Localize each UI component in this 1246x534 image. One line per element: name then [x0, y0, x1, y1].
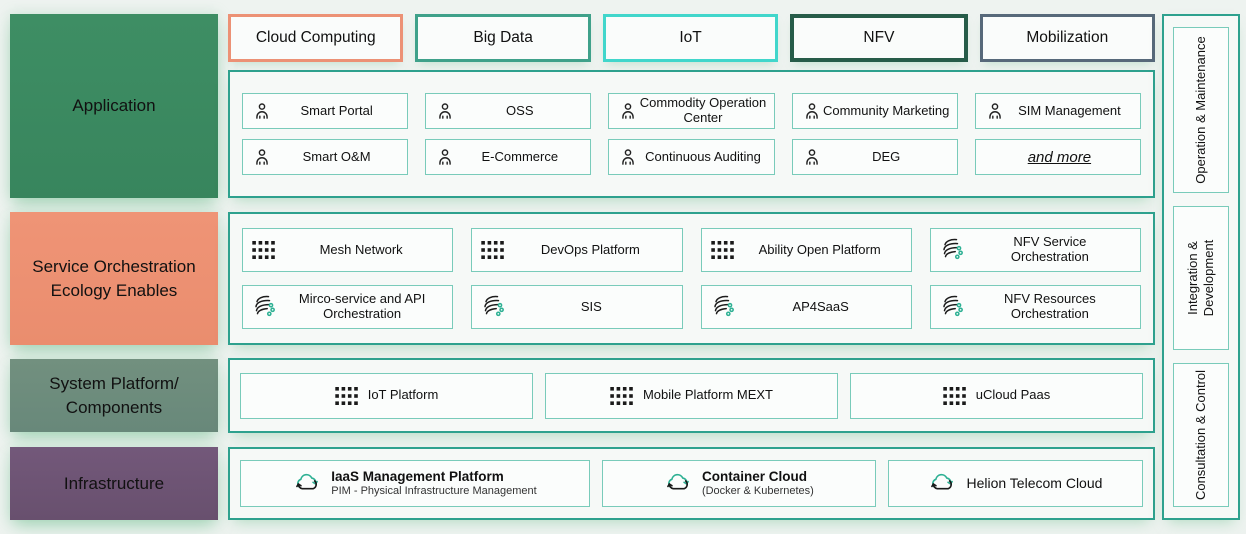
infra-item-title: Helion Telecom Cloud — [966, 475, 1103, 492]
svc-item-sis: SIS — [471, 285, 683, 329]
orchestration-wave-icon — [711, 294, 737, 320]
infra-item-iaas-management-platform: IaaS Management Platform PIM - Physical … — [240, 460, 590, 507]
app-item-smart-portal: Smart Portal — [242, 93, 409, 129]
user-icon — [618, 101, 638, 121]
layer-label-service-orchestration: Service Orchestration Ecology Enables — [10, 212, 218, 345]
layer-label-system-platform: System Platform/ Components — [10, 359, 218, 432]
infra-item-subtitle: (Docker & Kubernetes) — [701, 485, 814, 497]
layer-label-application: Application — [10, 14, 218, 198]
svc-item-label: AP4SaaS — [792, 298, 849, 314]
app-item-label: Commodity Operation Center — [639, 95, 767, 125]
app-item-label: DEG — [872, 148, 901, 164]
app-item-label: E-Commerce — [481, 148, 559, 164]
svc-item-label: DevOps Platform — [540, 241, 640, 257]
svc-item-label: NFV Service Orchestration — [1010, 234, 1089, 264]
app-item-label: SIM Management — [1018, 102, 1121, 118]
user-icon — [435, 147, 455, 167]
side-item-operation-maintenance: Operation & Maintenance — [1173, 27, 1229, 193]
svc-item-label: Mesh Network — [319, 241, 403, 257]
infrastructure-panel: IaaS Management Platform PIM - Physical … — [228, 447, 1155, 520]
application-panel: Smart Portal OSS Commodity Operation Cen… — [228, 70, 1155, 198]
and-more-label: and more — [1027, 148, 1092, 166]
svc-item-label: Ability Open Platform — [758, 241, 881, 257]
app-item-label: Continuous Auditing — [645, 148, 761, 164]
side-item-label: Operation & Maintenance — [1192, 36, 1208, 184]
grid-icon — [481, 241, 505, 259]
service-orchestration-panel: Mesh Network DevOps Platform Ability Ope… — [228, 212, 1155, 345]
grid-icon — [610, 387, 634, 405]
grid-icon — [335, 387, 359, 405]
layer-label-infrastructure: Infrastructure — [10, 447, 218, 520]
infra-item-subtitle: PIM - Physical Infrastructure Management — [331, 485, 537, 497]
svc-item-label: NFV Resources Orchestration — [1004, 291, 1096, 321]
sys-item-label: IoT Platform — [367, 387, 439, 403]
svc-item-label: Mirco-service and API Orchestration — [298, 291, 426, 321]
user-icon — [435, 101, 455, 121]
app-item-e-commerce: E-Commerce — [425, 139, 592, 175]
app-item-oss: OSS — [425, 93, 592, 129]
user-icon — [985, 101, 1005, 121]
user-icon — [252, 101, 272, 121]
infra-item-container-cloud: Container Cloud (Docker & Kubernetes) — [601, 460, 876, 507]
grid-icon — [943, 387, 967, 405]
svc-item-nfv-resources-orchestration: NFV Resources Orchestration — [929, 285, 1141, 329]
category-cloud-computing: Cloud Computing — [228, 14, 404, 62]
user-icon — [802, 101, 822, 121]
sys-item-mobile-platform-mext: Mobile Platform MEXT — [545, 372, 838, 419]
app-item-commodity-operation-center: Commodity Operation Center — [608, 93, 775, 129]
app-item-deg: DEG — [791, 139, 958, 175]
side-item-integration-development: Integration & Development — [1173, 206, 1229, 350]
grid-icon — [252, 241, 276, 259]
system-platform-panel: IoT Platform Mobile Platform MEXT uCloud… — [228, 358, 1155, 433]
svc-item-mesh-network: Mesh Network — [242, 228, 454, 272]
cloud-sync-icon — [928, 473, 956, 495]
infra-item-title: Container Cloud — [701, 468, 807, 484]
svc-item-label: SIS — [580, 298, 602, 314]
sys-item-iot-platform: IoT Platform — [240, 372, 533, 419]
side-item-consultation-control: Consultation & Control — [1173, 363, 1229, 507]
orchestration-wave-icon — [481, 294, 507, 320]
orchestration-wave-icon — [252, 294, 278, 320]
app-item-label: Community Marketing — [822, 102, 950, 118]
app-item-continuous-auditing: Continuous Auditing — [608, 139, 775, 175]
user-icon — [802, 147, 822, 167]
sys-item-label: Mobile Platform MEXT — [642, 387, 774, 403]
app-item-label: Smart Portal — [300, 102, 373, 118]
orchestration-wave-icon — [940, 294, 966, 320]
sys-item-label: uCloud Paas — [975, 387, 1051, 403]
infra-item-helion-telecom-cloud: Helion Telecom Cloud — [887, 460, 1143, 507]
cloud-sync-icon — [664, 473, 692, 495]
app-item-smart-om: Smart O&M — [242, 139, 409, 175]
app-item-label: Smart O&M — [302, 148, 371, 164]
app-item-label: OSS — [506, 102, 534, 118]
category-big-data: Big Data — [415, 14, 591, 62]
cloud-sync-icon — [293, 473, 321, 495]
side-item-label: Integration & Development — [1184, 239, 1216, 317]
app-item-and-more: and more — [974, 139, 1141, 175]
orchestration-wave-icon — [940, 237, 966, 263]
app-item-sim-management: SIM Management — [974, 93, 1141, 129]
side-panel: Operation & Maintenance Integration & De… — [1162, 14, 1240, 520]
svc-item-ability-open-platform: Ability Open Platform — [700, 228, 912, 272]
app-item-community-marketing: Community Marketing — [791, 93, 958, 129]
category-iot: IoT — [602, 14, 779, 62]
side-item-label: Consultation & Control — [1192, 369, 1208, 501]
svc-item-mirco-service-api-orchestration: Mirco-service and API Orchestration — [242, 285, 454, 329]
user-icon — [252, 147, 272, 167]
grid-icon — [711, 241, 735, 259]
sys-item-ucloud-paas: uCloud Paas — [850, 372, 1143, 419]
user-icon — [618, 147, 638, 167]
infra-item-title: IaaS Management Platform — [331, 468, 504, 484]
svc-item-ap4saas: AP4SaaS — [700, 285, 912, 329]
category-nfv: NFV — [790, 14, 968, 62]
category-row: Cloud Computing Big Data IoT NFV Mobiliz… — [228, 14, 1156, 62]
category-mobilization: Mobilization — [979, 14, 1156, 62]
svc-item-devops-platform: DevOps Platform — [471, 228, 683, 272]
svc-item-nfv-service-orchestration: NFV Service Orchestration — [929, 228, 1141, 272]
